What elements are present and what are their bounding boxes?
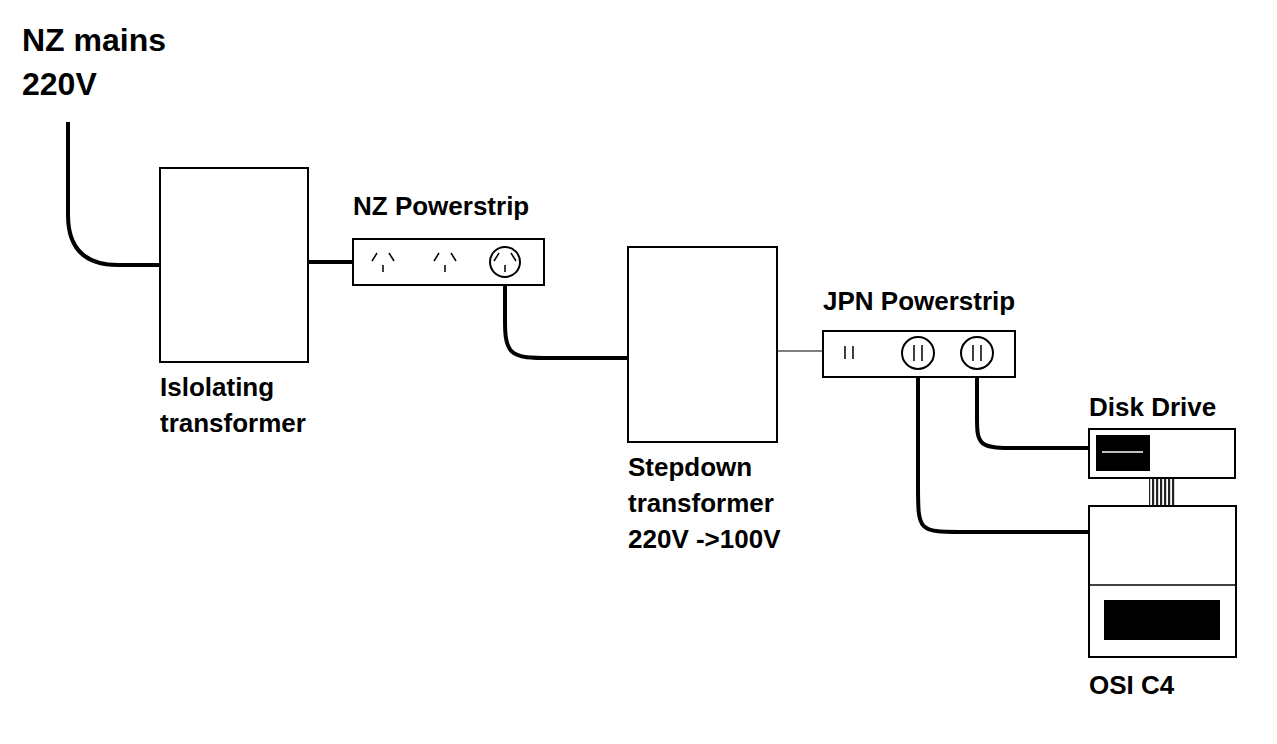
transformer-box: Islolating transformer	[159, 167, 309, 363]
nz-sockets	[372, 247, 520, 277]
power-cord	[918, 378, 1088, 532]
source-label: NZ mains 220V	[22, 18, 197, 106]
node-label: Islolating transformer	[160, 369, 335, 441]
powerstrip-box: JPN Powerstrip	[822, 330, 1016, 378]
node-label: Disk Drive	[1089, 389, 1259, 425]
disk-slot-line	[1102, 451, 1143, 453]
jpn-sockets	[845, 337, 993, 369]
keyboard-panel	[1104, 600, 1220, 640]
transformer-box: Stepdown transformer 220V ->100V	[627, 246, 778, 443]
node-label: JPN Powerstrip	[823, 283, 1083, 319]
power-cord	[505, 286, 627, 358]
case-seam	[1089, 584, 1236, 586]
computer-box: OSI C4	[1088, 505, 1237, 658]
node-label: NZ Powerstrip	[353, 188, 613, 224]
powerstrip-box: NZ Powerstrip	[352, 238, 545, 286]
power-cord	[977, 378, 1088, 448]
disk-slot	[1096, 435, 1150, 471]
power-cord	[309, 260, 352, 264]
mains-lead	[68, 122, 160, 265]
power-cord	[778, 350, 822, 351]
node-label: OSI C4	[1089, 667, 1259, 703]
ribbon-cable	[1149, 479, 1175, 505]
node-label: Stepdown transformer 220V ->100V	[628, 449, 803, 557]
disk-drive-box: Disk Drive	[1088, 428, 1236, 479]
